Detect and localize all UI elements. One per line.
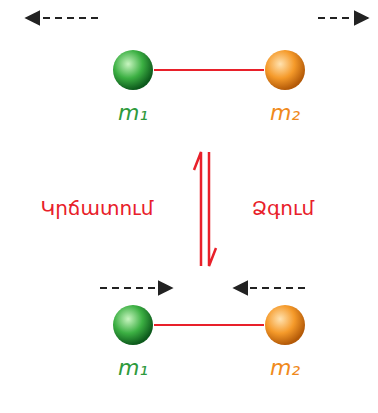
dashed-arrow xyxy=(234,287,305,289)
atom-ball-shape xyxy=(112,304,154,346)
equilibrium-arrow xyxy=(209,152,216,266)
dashed-arrow xyxy=(318,17,368,19)
atom-ball: m₁ xyxy=(112,49,154,125)
process-label: Կրճատում xyxy=(41,197,154,219)
equilibrium-arrow xyxy=(194,152,201,266)
atom-circle xyxy=(265,305,305,345)
atom-ball: m₂ xyxy=(264,49,306,125)
mass-label: m₂ xyxy=(270,356,300,380)
atom-circle xyxy=(113,50,153,90)
mass-label: m₁ xyxy=(118,101,148,125)
dashed-arrow xyxy=(26,17,98,19)
mass-label: m₂ xyxy=(270,101,300,125)
bond-line xyxy=(154,69,264,71)
atom-ball-shape xyxy=(112,49,154,91)
process-label: Ձգում xyxy=(252,197,315,219)
dashed-arrow xyxy=(100,287,172,289)
atom-ball: m₁ xyxy=(112,304,154,380)
atom-ball-shape xyxy=(264,304,306,346)
atom-circle xyxy=(113,305,153,345)
atom-ball-shape xyxy=(264,49,306,91)
atom-circle xyxy=(265,50,305,90)
atom-ball: m₂ xyxy=(264,304,306,380)
bond-line xyxy=(154,324,264,326)
mass-label: m₁ xyxy=(118,356,148,380)
